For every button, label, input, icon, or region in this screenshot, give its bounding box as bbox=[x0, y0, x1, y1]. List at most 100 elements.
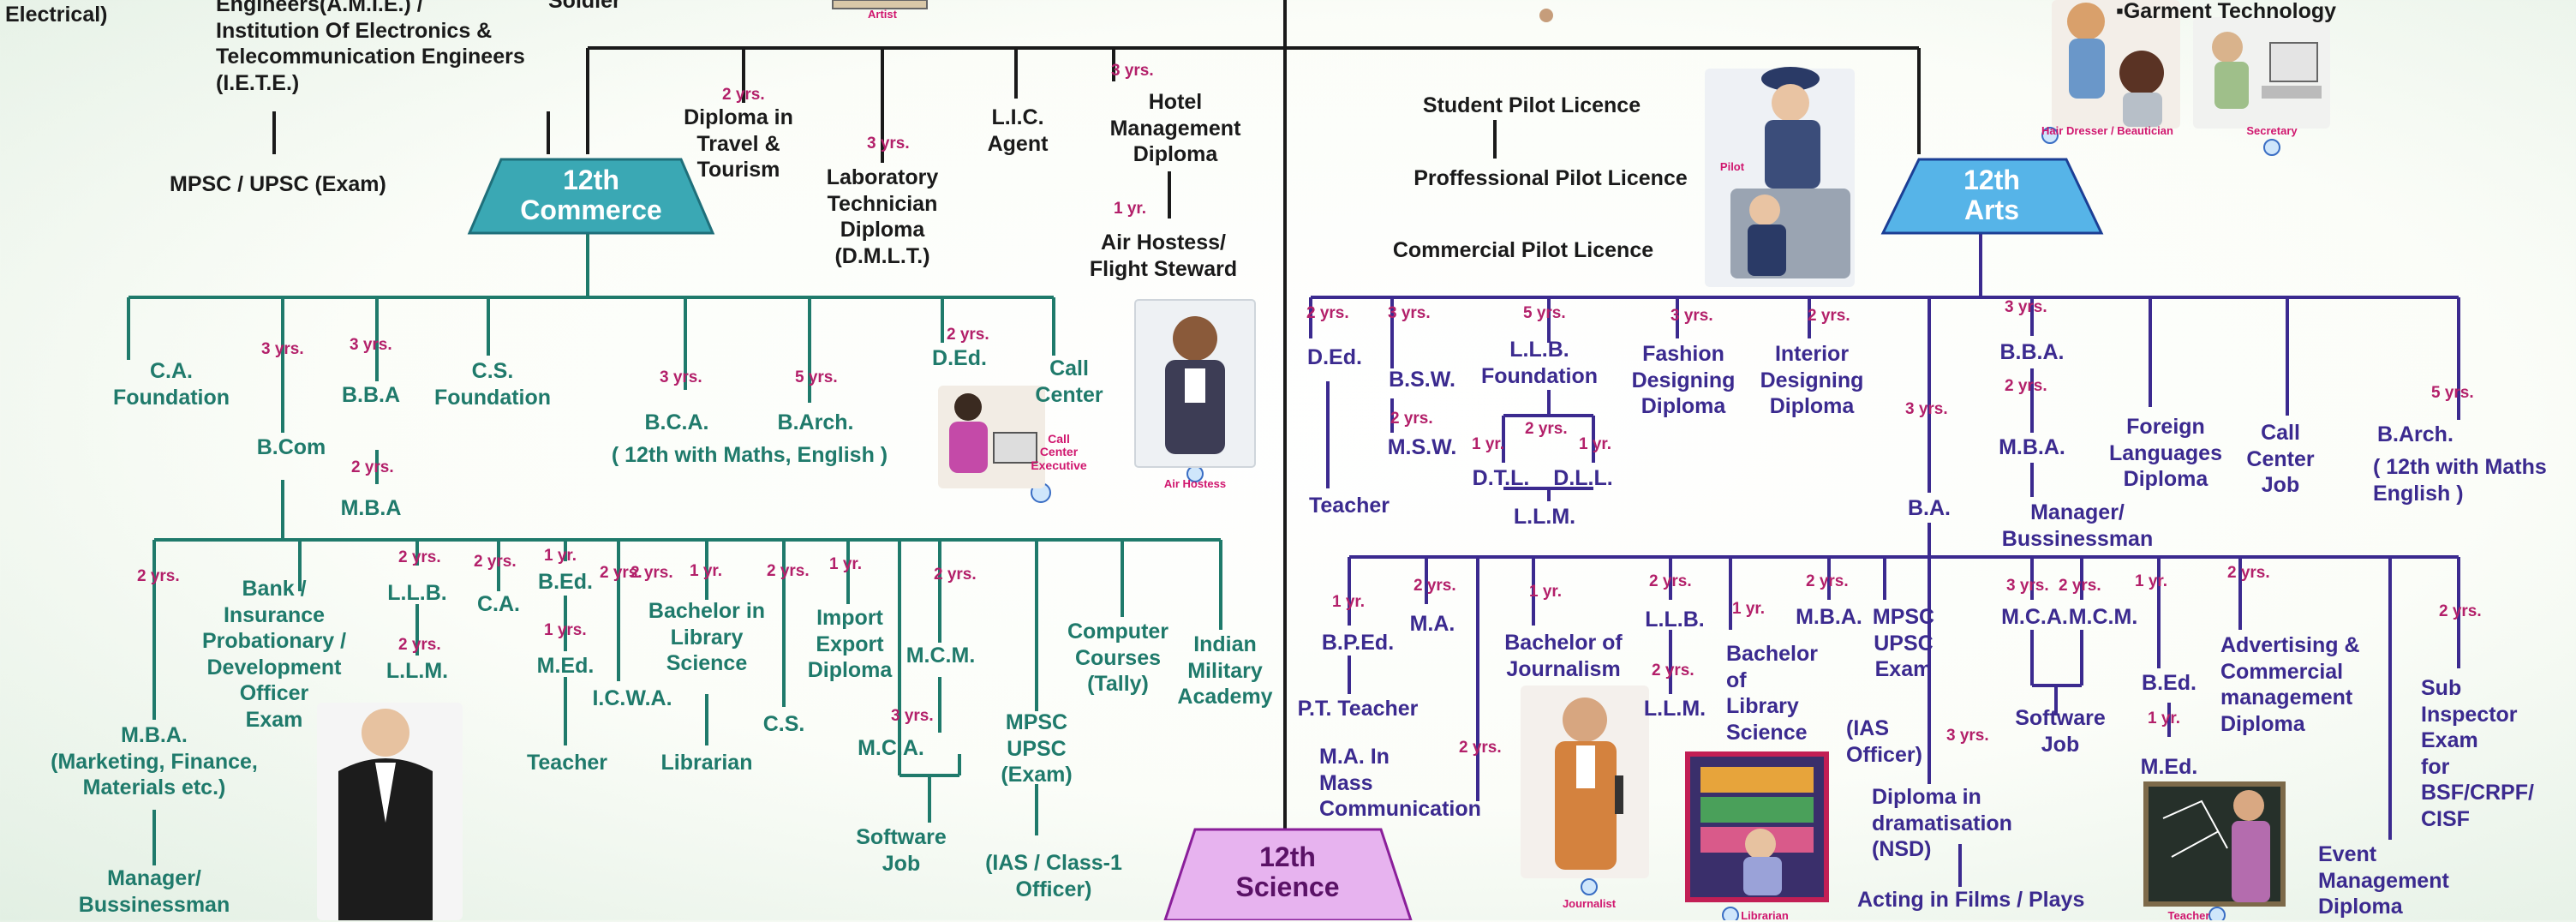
duration-label: 2 yrs. bbox=[1459, 739, 1502, 757]
illustration-artist bbox=[832, 0, 928, 9]
duration-label: 2 yrs. bbox=[947, 326, 989, 344]
lic-agent: L.I.C. Agent bbox=[987, 105, 1049, 156]
mba-arts-ba: M.B.A. bbox=[1796, 605, 1862, 629]
hub-arts-shape[interactable] bbox=[1880, 158, 2104, 235]
mba-arts: M.B.A. bbox=[1999, 435, 2065, 459]
duration-label: 2 yrs. bbox=[351, 458, 394, 476]
duration-label: 1 yr. bbox=[1114, 200, 1147, 218]
duration-label: 2 yrs. bbox=[2439, 602, 2482, 620]
manager-businessman-arts: Manager/ Bussinessman bbox=[2001, 500, 2154, 551]
with-maths-english-arts: ( 12th with Maths English ) bbox=[2373, 455, 2547, 506]
air-hostess-flight-steward: Air Hostess/ Flight Steward bbox=[1089, 230, 1238, 281]
duration-label: 3 yrs. bbox=[261, 340, 304, 358]
teacher-arts: Teacher bbox=[1308, 494, 1390, 518]
diploma-travel-tourism: Diploma in Travel & Tourism bbox=[684, 105, 793, 182]
hotel-management-diploma: Hotel Management Diploma bbox=[1109, 90, 1241, 166]
electrical-label: Electrical) bbox=[5, 3, 108, 27]
ded-commerce: D.Ed. bbox=[932, 346, 987, 370]
duration-label: 3 yrs. bbox=[1111, 62, 1154, 80]
cs-foundation: C.S. Foundation bbox=[433, 359, 552, 410]
hub-arts[interactable]: 12th Arts bbox=[1963, 165, 2020, 226]
librarian-dot bbox=[1722, 907, 1739, 920]
llb-foundation: L.L.B. Foundation bbox=[1480, 338, 1599, 388]
illustration-soldier bbox=[1539, 9, 1553, 22]
laboratory-technician-diploma: Laboratory Technician Diploma (D.M.L.T.) bbox=[826, 165, 939, 268]
llb-arts: L.L.B. bbox=[1645, 608, 1705, 632]
ias-officer: (IAS Officer) bbox=[1846, 716, 1922, 767]
barch-arts: B.Arch. bbox=[2377, 422, 2453, 446]
acting-films-plays: Acting in Films / Plays bbox=[1857, 888, 2085, 912]
duration-label: 2 yrs. bbox=[1806, 572, 1849, 590]
duration-label: 1 yr. bbox=[829, 555, 863, 573]
duration-label: 5 yrs. bbox=[1523, 304, 1566, 322]
bachelor-library-science-arts: Bachelor of Library Science bbox=[1726, 642, 1818, 745]
illustration-secretary bbox=[2193, 17, 2330, 129]
hub-commerce-shape[interactable] bbox=[467, 158, 715, 235]
librarian-caption: Librarian bbox=[1741, 909, 1789, 922]
llm-commerce: L.L.M. bbox=[386, 659, 449, 683]
duration-label: 2 yrs. bbox=[934, 566, 977, 584]
msw: M.S.W. bbox=[1387, 435, 1457, 459]
journalist-caption: Journalist bbox=[1562, 897, 1617, 910]
duration-label: 2 yrs. bbox=[398, 636, 441, 654]
fashion-designing-diploma: Fashion Designing Diploma bbox=[1631, 342, 1736, 418]
bank-insurance-exam: Bank / Insurance Probationary / Developm… bbox=[201, 577, 347, 732]
duration-label: 2 yrs. bbox=[1306, 304, 1349, 322]
duration-label: 2 yrs. bbox=[1390, 410, 1433, 428]
diploma-dramatisation: Diploma in dramatisation (NSD) bbox=[1872, 785, 2012, 861]
bba-commerce: B.B.A bbox=[341, 383, 401, 407]
garment-technology-label: ▪Garment Technology bbox=[2116, 0, 2337, 23]
ba: B.A. bbox=[1908, 496, 1951, 520]
llb-commerce: L.L.B. bbox=[387, 581, 447, 605]
pilot-caption: Pilot bbox=[1719, 160, 1745, 173]
duration-label: 2 yrs. bbox=[1414, 577, 1456, 595]
duration-label: 2 yrs. bbox=[398, 548, 441, 566]
duration-label: 2 yrs. bbox=[2059, 577, 2101, 595]
duration-label: 3 yrs. bbox=[1946, 727, 1989, 745]
bachelor-library-science-commerce: Bachelor in Library Science bbox=[648, 599, 766, 675]
sub-inspector-exam: Sub Inspector Exam for BSF/CRPF/ CISF bbox=[2421, 676, 2534, 831]
bped: B.P.Ed. bbox=[1321, 631, 1395, 655]
software-job-arts: Software Job bbox=[2015, 706, 2106, 757]
call-center-commerce: Call Center bbox=[1035, 356, 1103, 407]
ma-mass-communication: M.A. In Mass Communication bbox=[1319, 745, 1481, 821]
duration-label: 3 yrs. bbox=[1388, 304, 1431, 322]
duration-label: 1 yr. bbox=[2135, 572, 2168, 590]
mcm-commerce: M.C.M. bbox=[905, 644, 976, 668]
dll: D.L.L. bbox=[1553, 466, 1613, 490]
interior-designing-diploma: Interior Designing Diploma bbox=[1760, 342, 1864, 418]
duration-label: 2 yrs. bbox=[1525, 420, 1568, 438]
mcm-arts: M.C.M. bbox=[2068, 605, 2138, 629]
import-export-diploma: Import Export Diploma bbox=[807, 606, 893, 682]
illustration-hair-dresser bbox=[2052, 0, 2180, 129]
duration-label: 1 yr. bbox=[1472, 435, 1505, 453]
journalist-dot bbox=[1581, 878, 1598, 895]
llm-arts: L.L.M. bbox=[1643, 697, 1706, 721]
med-arts: M.Ed. bbox=[2140, 755, 2198, 779]
duration-label: 2 yrs. bbox=[722, 86, 765, 104]
hub-science-shape[interactable] bbox=[1163, 828, 1413, 920]
med-commerce: M.Ed. bbox=[536, 654, 595, 678]
mca-commerce: M.C.A. bbox=[858, 736, 924, 760]
ca-final: C.A. bbox=[477, 592, 520, 616]
with-maths-english: ( 12th with Maths, English ) bbox=[611, 443, 888, 467]
duration-label: 2 yrs. bbox=[137, 567, 180, 585]
mpsc-upsc-arts: MPSC UPSC Exam bbox=[1872, 605, 1935, 681]
illustration-journalist bbox=[1521, 686, 1649, 878]
mpsc-upsc-commerce: MPSC UPSC (Exam) bbox=[1001, 710, 1073, 787]
mba-marketing-finance: M.B.A. (Marketing, Finance, Materials et… bbox=[51, 723, 258, 799]
hair-dresser-caption: Hair Dresser / Beautician bbox=[2041, 124, 2173, 137]
computer-courses-tally: Computer Courses (Tally) bbox=[1067, 620, 1169, 696]
bca: B.C.A. bbox=[644, 410, 709, 434]
hub-commerce[interactable]: 12th Commerce bbox=[520, 165, 662, 226]
duration-label: 2 yrs. bbox=[767, 562, 810, 580]
secretary-caption: Secretary bbox=[2246, 124, 2298, 137]
duration-label: 3 yrs. bbox=[891, 707, 934, 725]
llm-arts-branch: L.L.M. bbox=[1513, 505, 1576, 529]
duration-label: 1 yr. bbox=[1332, 593, 1366, 611]
dtl: D.T.L. bbox=[1472, 466, 1530, 490]
ias-class1-officer: (IAS / Class-1 Officer) bbox=[985, 851, 1122, 901]
soldier-label: Soldier bbox=[548, 0, 621, 13]
hub-science[interactable]: 12th Science bbox=[1235, 841, 1340, 903]
